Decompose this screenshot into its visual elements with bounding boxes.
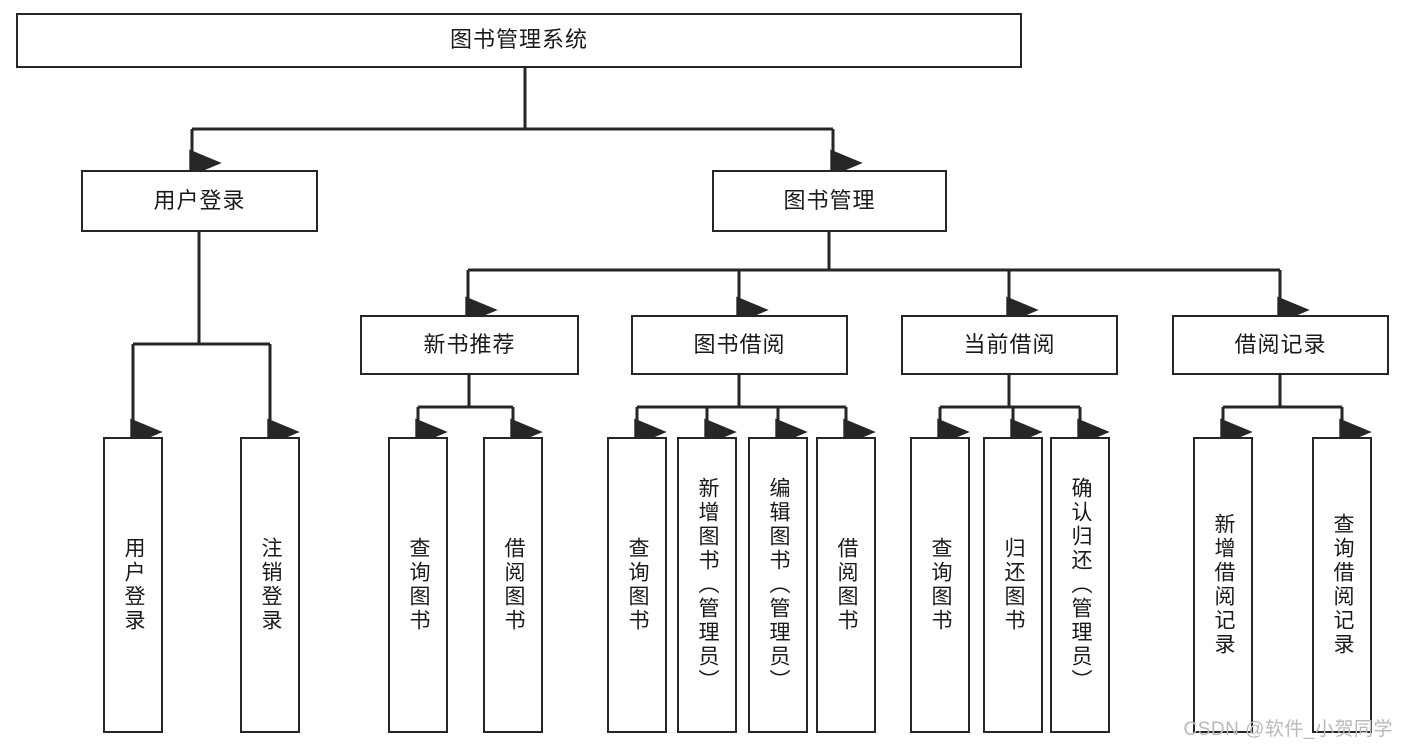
node-borrow-records[interactable]: 借阅记录 [1172,315,1389,375]
node-user-login-label: 用户登录 [153,187,246,213]
node-borrow-records-label: 借阅记录 [1234,331,1327,357]
leaf-book-borrow-add[interactable]: 新增图书（管理员） [677,437,737,733]
leaf-new-book-query[interactable]: 查询图书 [388,437,448,733]
leaf-user-login-logout[interactable]: 注销登录 [240,437,300,733]
leaf-current-borrow-return[interactable]: 归还图书 [983,437,1043,733]
leaf-book-borrow-query[interactable]: 查询图书 [607,437,667,733]
leaf-borrow-records-add-label: 新增借阅记录 [1212,513,1236,657]
leaf-book-borrow-edit-label: 编辑图书（管理员） [767,477,791,693]
leaf-new-book-query-label: 查询图书 [407,537,431,633]
leaf-borrow-records-query-label: 查询借阅记录 [1331,513,1355,657]
leaf-user-login-logout-label: 注销登录 [259,537,283,633]
leaf-book-borrow-edit[interactable]: 编辑图书（管理员） [748,437,808,733]
node-book-borrow[interactable]: 图书借阅 [631,315,848,375]
leaf-user-login-login-label: 用户登录 [122,537,146,633]
node-new-book-recommend-label: 新书推荐 [423,331,516,357]
node-new-book-recommend[interactable]: 新书推荐 [360,315,579,375]
node-book-management-label: 图书管理 [783,187,876,213]
leaf-book-borrow-borrow-label: 借阅图书 [835,537,859,633]
node-root-system[interactable]: 图书管理系统 [16,13,1022,68]
leaf-current-borrow-confirm-return[interactable]: 确认归还（管理员） [1050,437,1110,733]
leaf-new-book-borrow[interactable]: 借阅图书 [483,437,543,733]
node-book-borrow-label: 图书借阅 [693,331,786,357]
leaf-current-borrow-query-label: 查询图书 [929,537,953,633]
leaf-book-borrow-borrow[interactable]: 借阅图书 [816,437,876,733]
node-root-system-label: 图书管理系统 [449,27,588,53]
node-current-borrow-label: 当前借阅 [963,331,1056,357]
leaf-current-borrow-return-label: 归还图书 [1002,537,1026,633]
leaf-book-borrow-add-label: 新增图书（管理员） [696,477,720,693]
leaf-borrow-records-add[interactable]: 新增借阅记录 [1193,437,1253,733]
leaf-user-login-login[interactable]: 用户登录 [103,437,163,733]
node-user-login[interactable]: 用户登录 [81,170,318,232]
node-book-management[interactable]: 图书管理 [712,170,947,232]
leaf-new-book-borrow-label: 借阅图书 [502,537,526,633]
node-current-borrow[interactable]: 当前借阅 [901,315,1118,375]
leaf-current-borrow-query[interactable]: 查询图书 [910,437,970,733]
leaf-book-borrow-query-label: 查询图书 [626,537,650,633]
csdn-watermark: CSDN @软件_小贺同学 [1183,719,1393,740]
leaf-borrow-records-query[interactable]: 查询借阅记录 [1312,437,1372,733]
leaf-current-borrow-confirm-return-label: 确认归还（管理员） [1069,477,1093,693]
